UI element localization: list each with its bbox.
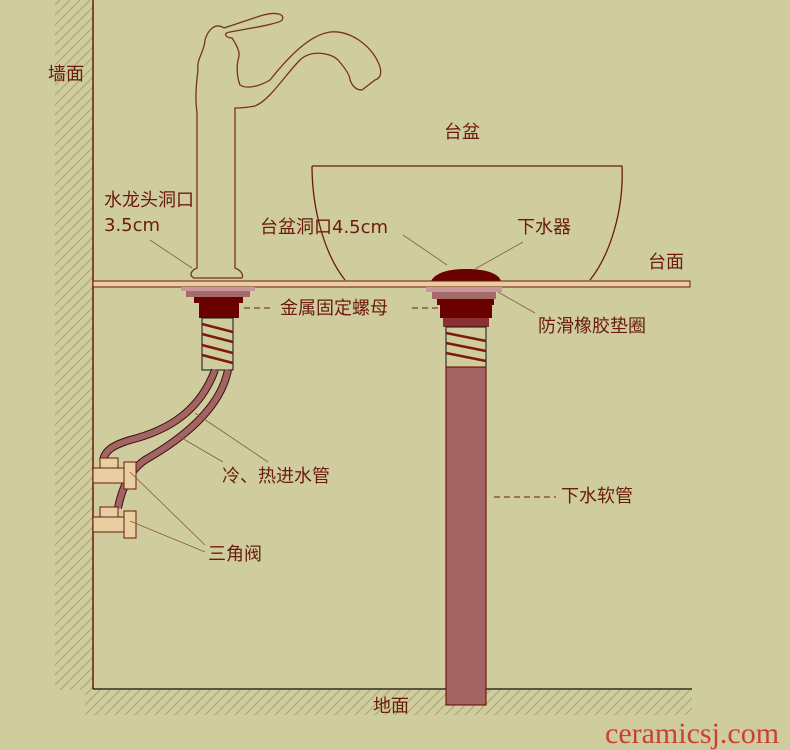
drain-nut-top (437, 299, 494, 305)
watermark: ceramicsj.com (605, 717, 780, 750)
inlet-hoses (99, 368, 232, 509)
wall-hatch (55, 0, 93, 690)
nut-label: 金属固定螺母 (280, 298, 388, 319)
basin (311, 165, 623, 281)
angle-valves (92, 457, 137, 539)
faucet-thread-lines (201, 322, 234, 365)
drain-label: 下水器 (517, 217, 571, 238)
basin-label: 台盆 (444, 122, 480, 143)
drain-nut (440, 305, 492, 318)
faucet (190, 12, 382, 279)
drain-nut-base (443, 318, 489, 327)
leader-lines (129, 234, 536, 553)
gasket-label: 防滑橡胶垫圈 (538, 316, 646, 337)
faucet-nut (199, 303, 239, 318)
faucet-hole-label: 水龙头洞口 (104, 190, 194, 211)
faucet-nut-top (194, 297, 243, 303)
faucet-hole-size-label: 3.5cm (104, 215, 161, 236)
faucet-gasket (181, 287, 255, 291)
inlet-pipes-label: 冷、热进水管 (222, 466, 330, 487)
drain-hose-label: 下水软管 (561, 486, 633, 507)
floor-label: 地面 (373, 696, 409, 717)
drain-thread-lines (445, 331, 487, 363)
angle-valve-label: 三角阀 (208, 544, 262, 565)
drain-hose (445, 366, 487, 706)
drain-washer (432, 292, 496, 299)
drain-dome (431, 269, 501, 281)
countertop-label: 台面 (648, 252, 684, 273)
wall-label: 墙面 (48, 64, 84, 85)
faucet-washer (186, 291, 250, 297)
dashed-leaders (244, 307, 556, 498)
floor-hatch (85, 689, 692, 715)
countertop (92, 280, 691, 288)
drain-gasket (426, 287, 502, 292)
basin-hole-label: 台盆洞口4.5cm (260, 217, 389, 238)
